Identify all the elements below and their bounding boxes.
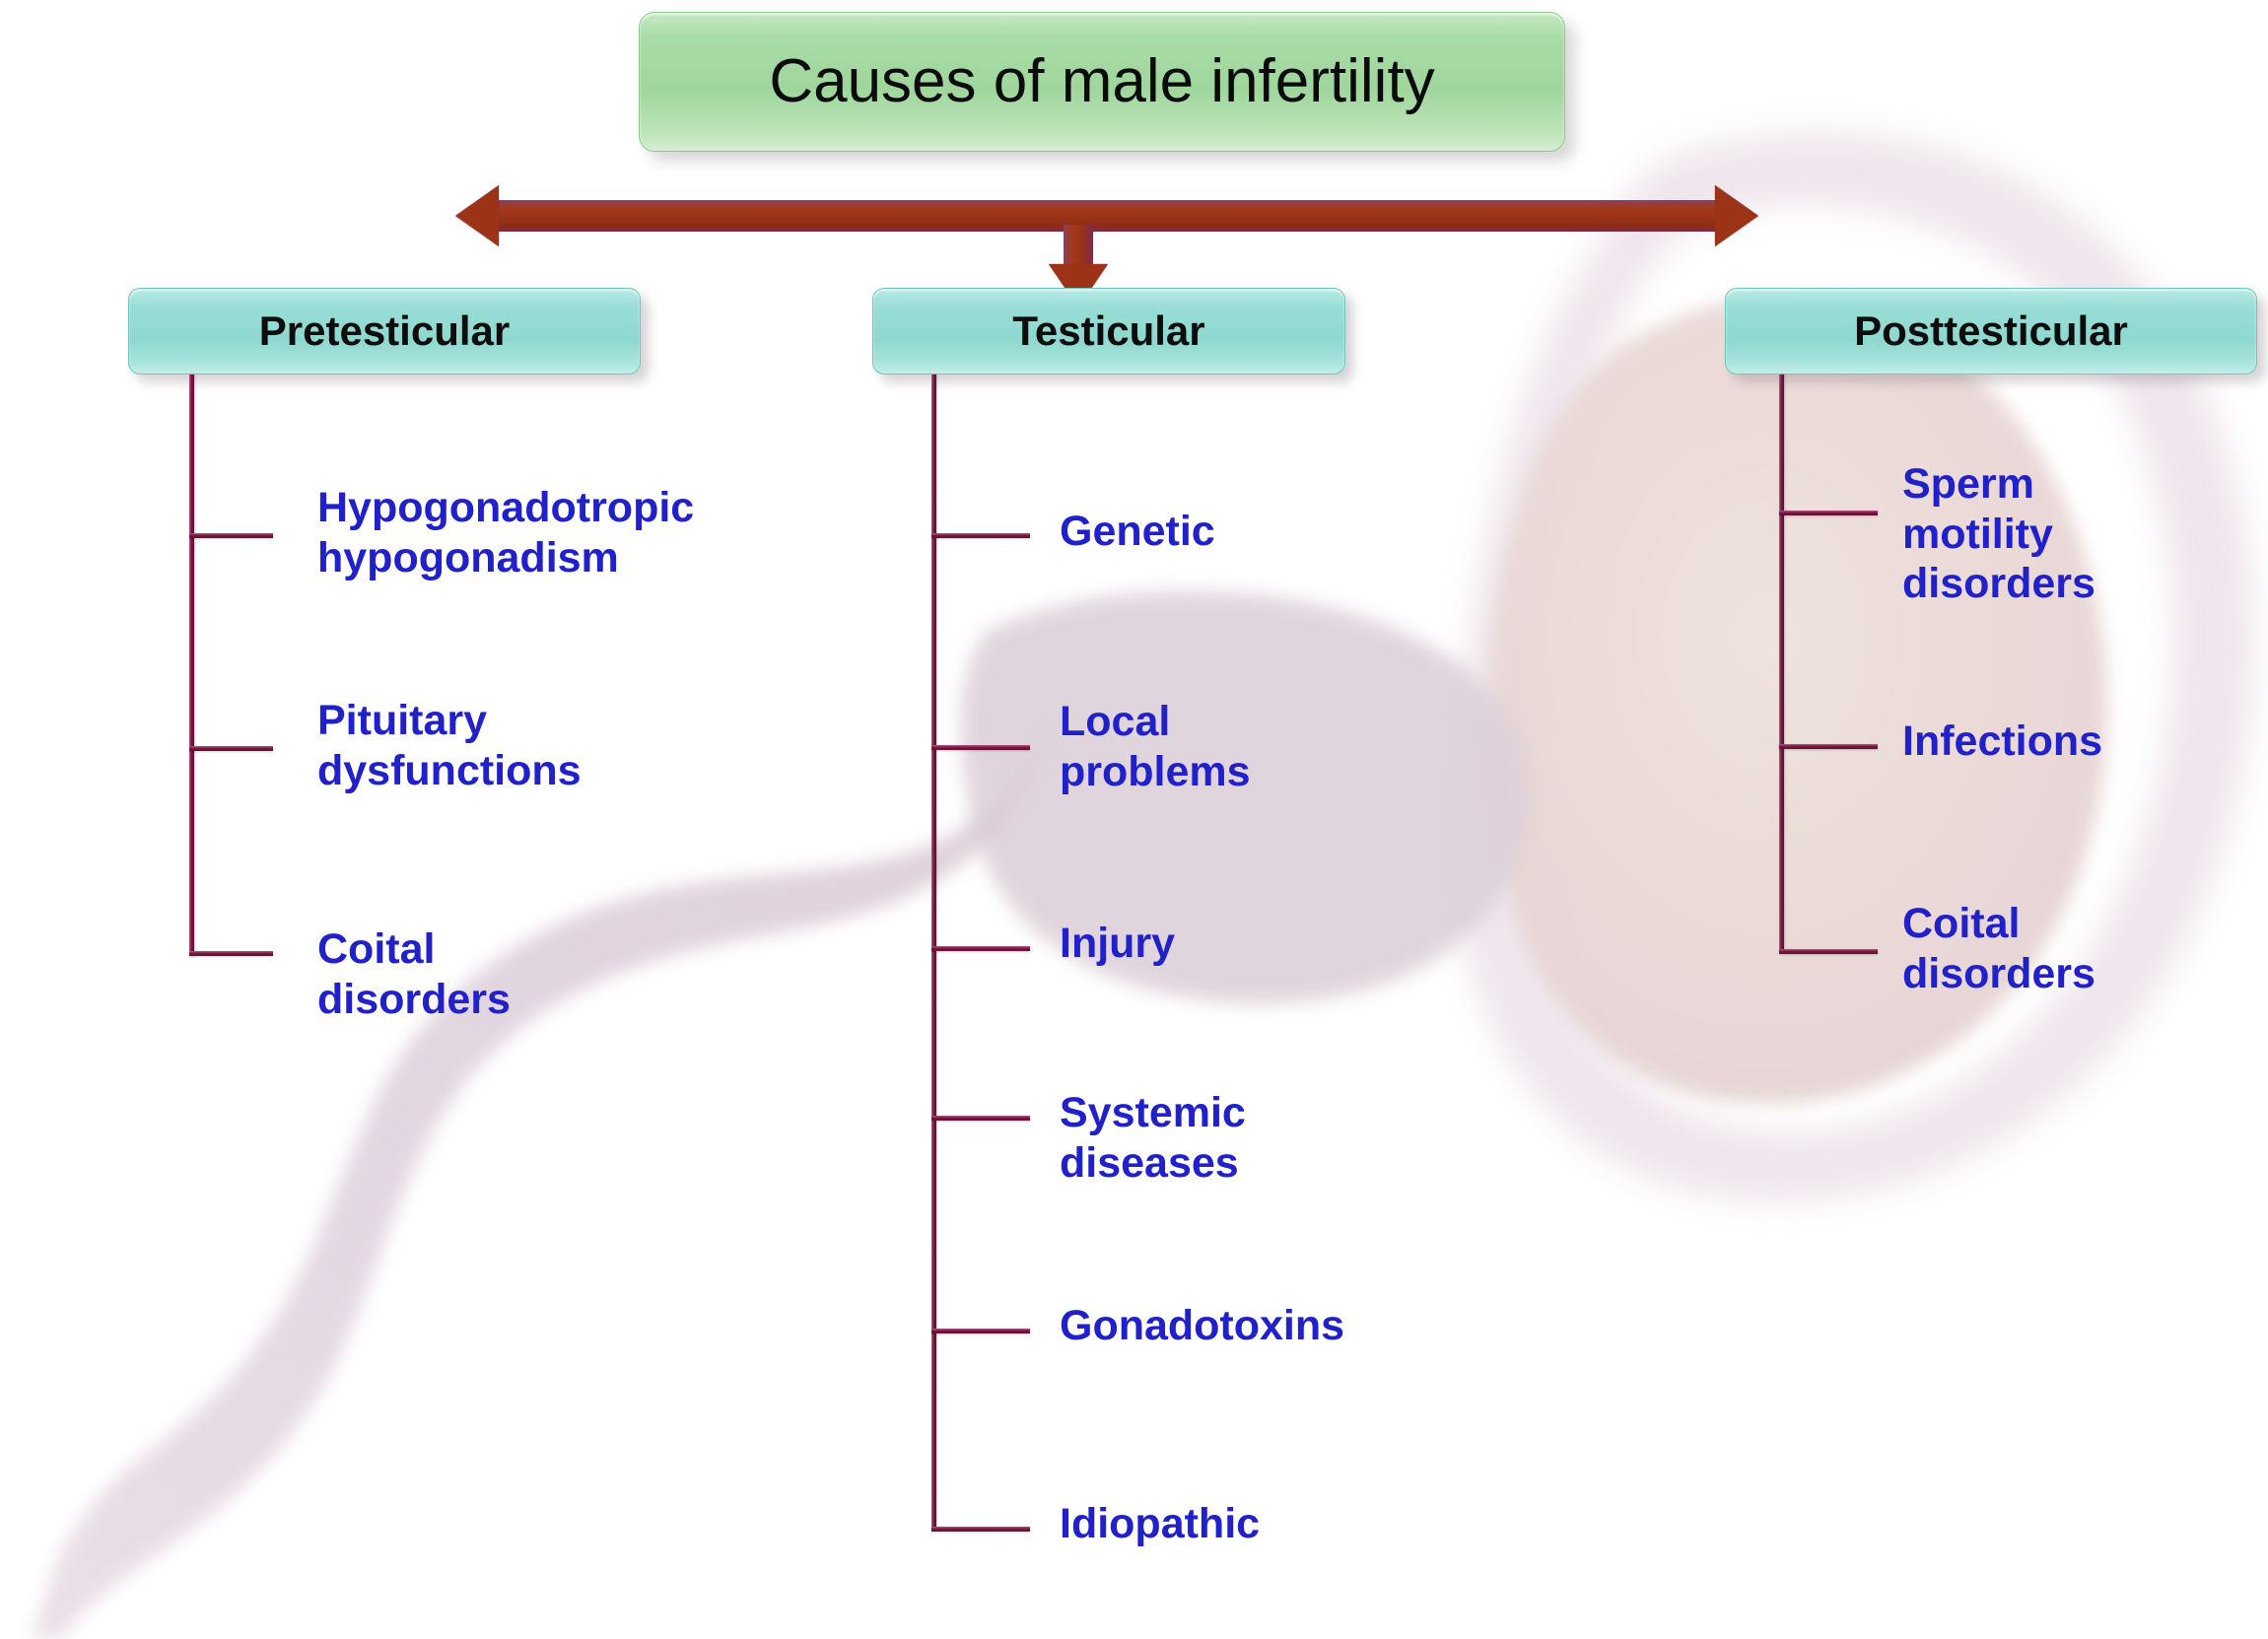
category-label-testicular: Testicular xyxy=(1012,307,1205,354)
category-box-testicular[interactable]: Testicular xyxy=(872,288,1345,375)
sperm-head xyxy=(960,590,1530,1004)
category-box-pretesticular[interactable]: Pretesticular xyxy=(128,288,641,375)
category-box-posttesticular[interactable]: Posttesticular xyxy=(1725,288,2257,375)
leaf-test-1: Genetic xyxy=(1060,508,1215,555)
leaf-test-3: Injury xyxy=(1060,920,1176,967)
branch-tick-test-1 xyxy=(931,533,1030,538)
leaf-test-6: Idiopathic xyxy=(1060,1500,1261,1547)
branch-tick-pre-2 xyxy=(189,746,273,751)
branch-tick-post-3 xyxy=(1779,949,1878,954)
branch-spine-posttesticular xyxy=(1779,375,1784,952)
branch-tick-pre-1 xyxy=(189,533,273,538)
branch-spine-pretesticular xyxy=(189,375,194,956)
leaf-test-4: Systemic diseases xyxy=(1060,1089,1246,1187)
leaf-pre-2: Pituitary dysfunctions xyxy=(317,697,582,794)
branch-tick-post-2 xyxy=(1779,744,1878,749)
branch-spine-testicular xyxy=(931,375,936,1530)
branch-tick-pre-3 xyxy=(189,951,273,956)
sperm-tail xyxy=(30,719,1050,1639)
category-label-pretesticular: Pretesticular xyxy=(258,307,511,354)
branch-tick-test-5 xyxy=(931,1329,1030,1333)
page-title: Causes of male infertility xyxy=(639,12,1565,152)
branch-tick-test-4 xyxy=(931,1116,1030,1121)
branch-tick-post-1 xyxy=(1779,511,1878,515)
page-title-label: Causes of male infertility xyxy=(769,47,1435,115)
branch-tick-test-6 xyxy=(931,1527,1030,1532)
leaf-test-2: Local problems xyxy=(1060,698,1251,795)
leaf-pre-1: Hypogonadotropic hypogonadism xyxy=(317,484,695,581)
branch-tick-test-3 xyxy=(931,946,1030,951)
branch-tick-test-2 xyxy=(931,745,1030,750)
horizontal-arrow-bar xyxy=(493,200,1715,232)
category-label-posttesticular: Posttesticular xyxy=(1854,307,2128,354)
leaf-post-3: Coital disorders xyxy=(1902,900,2096,997)
leaf-post-1: Sperm motility disorders xyxy=(1902,460,2096,608)
arrow-left-head-icon xyxy=(455,185,499,246)
leaf-pre-3: Coital disorders xyxy=(317,925,511,1023)
leaf-post-2: Infections xyxy=(1902,717,2103,765)
leaf-test-5: Gonadotoxins xyxy=(1060,1302,1345,1349)
arrow-right-head-icon xyxy=(1715,185,1758,246)
